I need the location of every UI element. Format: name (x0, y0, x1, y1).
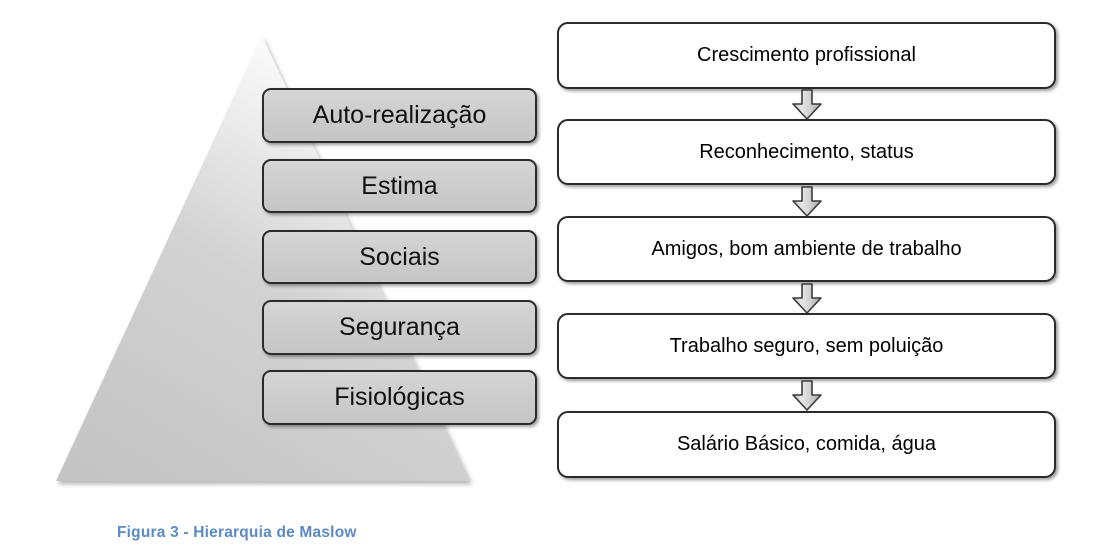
maslow-pyramid: Auto-realização Estima Sociais Segurança… (0, 0, 545, 500)
pyramid-level-label: Estima (361, 171, 438, 200)
flow-box-label: Crescimento profissional (697, 44, 916, 66)
needs-flowchart: Crescimento profissional Reconhecimento,… (557, 0, 1057, 500)
flow-box-salario-basico[interactable]: Salário Básico, comida, água (557, 411, 1056, 478)
arrow-down-icon (792, 186, 822, 217)
pyramid-level-label: Auto-realização (312, 101, 487, 129)
flow-box-label: Trabalho seguro, sem poluição (669, 334, 944, 357)
flow-box-crescimento-profissional[interactable]: Crescimento profissional (557, 22, 1056, 89)
flow-box-label: Amigos, bom ambiente de trabalho (651, 237, 962, 260)
figure-caption: Figura 3 - Hierarquia de Maslow (117, 524, 357, 541)
pyramid-level-auto-realizacao[interactable]: Auto-realização (262, 88, 537, 143)
arrow-down-icon (792, 380, 822, 411)
pyramid-level-label: Sociais (359, 242, 440, 271)
pyramid-level-sociais[interactable]: Sociais (262, 230, 537, 284)
flow-box-label: Salário Básico, comida, água (676, 433, 937, 455)
pyramid-level-label: Segurança (339, 313, 460, 341)
flow-box-reconhecimento-status[interactable]: Reconhecimento, status (557, 119, 1056, 185)
pyramid-level-estima[interactable]: Estima (262, 159, 537, 213)
flow-box-amigos-ambiente-trabalho[interactable]: Amigos, bom ambiente de trabalho (557, 216, 1056, 282)
pyramid-level-fisiologicas[interactable]: Fisiológicas (262, 370, 537, 425)
flow-box-trabalho-seguro[interactable]: Trabalho seguro, sem poluição (557, 313, 1056, 379)
arrow-down-icon (792, 89, 822, 120)
arrow-down-icon (792, 283, 822, 314)
flow-box-label: Reconhecimento, status (699, 140, 914, 163)
pyramid-level-seguranca[interactable]: Segurança (262, 300, 537, 355)
pyramid-level-label: Fisiológicas (334, 383, 465, 411)
